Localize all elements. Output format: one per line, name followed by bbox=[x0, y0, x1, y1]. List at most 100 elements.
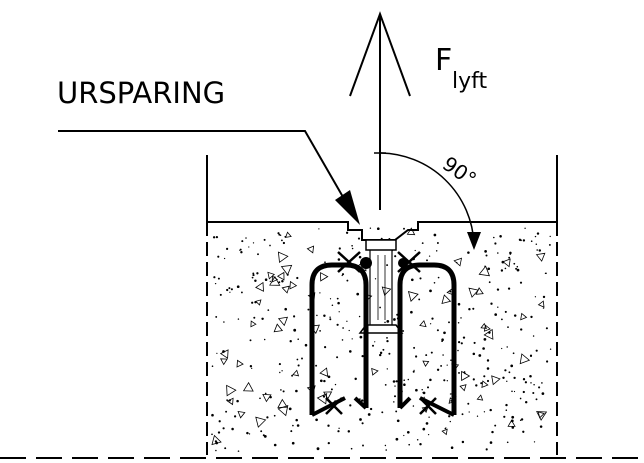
stipple-dot bbox=[376, 227, 380, 231]
stipple-dot bbox=[319, 330, 321, 332]
stipple-dot bbox=[488, 281, 491, 284]
stipple-dot bbox=[323, 314, 326, 317]
stipple-dot bbox=[282, 390, 285, 393]
stipple-dot bbox=[296, 276, 299, 280]
stipple-aggregate bbox=[481, 380, 489, 389]
stipple-aggregate bbox=[226, 384, 237, 397]
stipple-dot bbox=[436, 368, 440, 371]
stipple-dot bbox=[379, 353, 382, 357]
stipple-aggregate bbox=[491, 375, 501, 386]
stipple-dot bbox=[419, 277, 422, 280]
stipple-dot bbox=[393, 395, 397, 398]
stipple-dot bbox=[341, 274, 343, 277]
stipple-dot bbox=[515, 267, 518, 270]
stipple-aggregate bbox=[371, 367, 379, 376]
stipple-dot bbox=[522, 390, 525, 394]
stipple-dot bbox=[491, 430, 494, 434]
stipple-dot bbox=[259, 397, 261, 400]
stipple-dot bbox=[216, 352, 218, 354]
stipple-aggregate bbox=[250, 320, 257, 328]
stipple-dot bbox=[443, 379, 446, 382]
stipple-dot bbox=[226, 247, 229, 250]
stipple-dot bbox=[507, 326, 509, 328]
stipple-aggregate bbox=[507, 419, 516, 427]
concrete-stipple bbox=[211, 227, 552, 452]
stipple-dot bbox=[533, 441, 536, 443]
stipple-aggregate bbox=[459, 384, 467, 392]
stipple-dot bbox=[319, 379, 323, 383]
stipple-dot bbox=[480, 382, 483, 385]
stipple-dot bbox=[508, 371, 511, 374]
stipple-dot bbox=[402, 330, 405, 332]
stipple-dot bbox=[506, 441, 509, 444]
stipple-aggregate bbox=[255, 281, 264, 292]
lift-force-arrow bbox=[349, 11, 411, 210]
stipple-dot bbox=[322, 395, 326, 398]
stipple-dot bbox=[379, 306, 382, 309]
stipple-dot bbox=[329, 298, 332, 300]
stipple-aggregate bbox=[441, 294, 452, 305]
stipple-dot bbox=[394, 385, 396, 387]
stipple-aggregate bbox=[453, 257, 463, 267]
stipple-aggregate bbox=[211, 434, 222, 446]
stipple-dot bbox=[226, 399, 228, 401]
stipple-aggregate bbox=[267, 271, 275, 280]
stipple-dot bbox=[228, 287, 231, 290]
stipple-dot bbox=[233, 415, 237, 418]
stipple-dot bbox=[483, 338, 487, 341]
stipple-dot bbox=[394, 255, 397, 258]
stipple-dot bbox=[386, 368, 388, 370]
stipple-dot bbox=[217, 255, 220, 258]
stipple-dot bbox=[261, 317, 264, 321]
stipple-dot bbox=[548, 243, 551, 246]
stipple-dot bbox=[329, 318, 332, 321]
stipple-dot bbox=[217, 431, 221, 434]
stipple-dot bbox=[351, 338, 353, 340]
stipple-dot bbox=[494, 242, 497, 245]
stipple-dot bbox=[273, 414, 276, 417]
stipple-dot bbox=[281, 370, 283, 372]
stipple-dot bbox=[341, 339, 344, 341]
stipple-dot bbox=[212, 236, 216, 239]
stipple-dot bbox=[510, 364, 514, 368]
stipple-dot bbox=[507, 287, 511, 290]
force-label: F bbox=[435, 43, 452, 78]
stipple-dot bbox=[467, 402, 470, 405]
stipple-dot bbox=[448, 415, 451, 418]
stipple-dot bbox=[419, 442, 422, 446]
stipple-dot bbox=[385, 449, 388, 451]
stipple-dot bbox=[395, 380, 398, 383]
stipple-aggregate bbox=[407, 291, 419, 302]
stipple-dot bbox=[450, 359, 452, 361]
stipple-dot bbox=[536, 249, 538, 251]
stipple-dot bbox=[522, 239, 526, 242]
stipple-dot bbox=[545, 327, 548, 330]
stipple-dot bbox=[269, 244, 271, 247]
stipple-dot bbox=[379, 351, 383, 355]
stipple-dot bbox=[430, 351, 433, 354]
stipple-dot bbox=[264, 392, 267, 395]
stipple-dot bbox=[257, 253, 259, 256]
stipple-dot bbox=[516, 268, 520, 272]
stipple-dot bbox=[222, 427, 225, 430]
stipple-dot bbox=[225, 410, 228, 413]
stipple-dot bbox=[506, 346, 508, 348]
stipple-aggregate bbox=[277, 398, 288, 408]
stipple-dot bbox=[331, 304, 334, 306]
stipple-dot bbox=[520, 328, 523, 331]
stipple-dot bbox=[530, 315, 533, 319]
stipple-dot bbox=[296, 424, 300, 427]
stipple-dot bbox=[511, 415, 515, 419]
stipple-dot bbox=[224, 447, 227, 450]
stipple-dot bbox=[441, 338, 444, 341]
stipple-dot bbox=[478, 354, 482, 357]
stipple-dot bbox=[361, 422, 364, 425]
lifting-anchor bbox=[358, 239, 404, 334]
stipple-dot bbox=[358, 255, 362, 259]
stipple-dot bbox=[327, 441, 330, 445]
stipple-dot bbox=[297, 364, 300, 367]
stipple-dot bbox=[486, 359, 490, 362]
stipple-dot bbox=[327, 375, 331, 379]
stipple-dot bbox=[524, 381, 528, 384]
stipple-dot bbox=[472, 307, 475, 310]
